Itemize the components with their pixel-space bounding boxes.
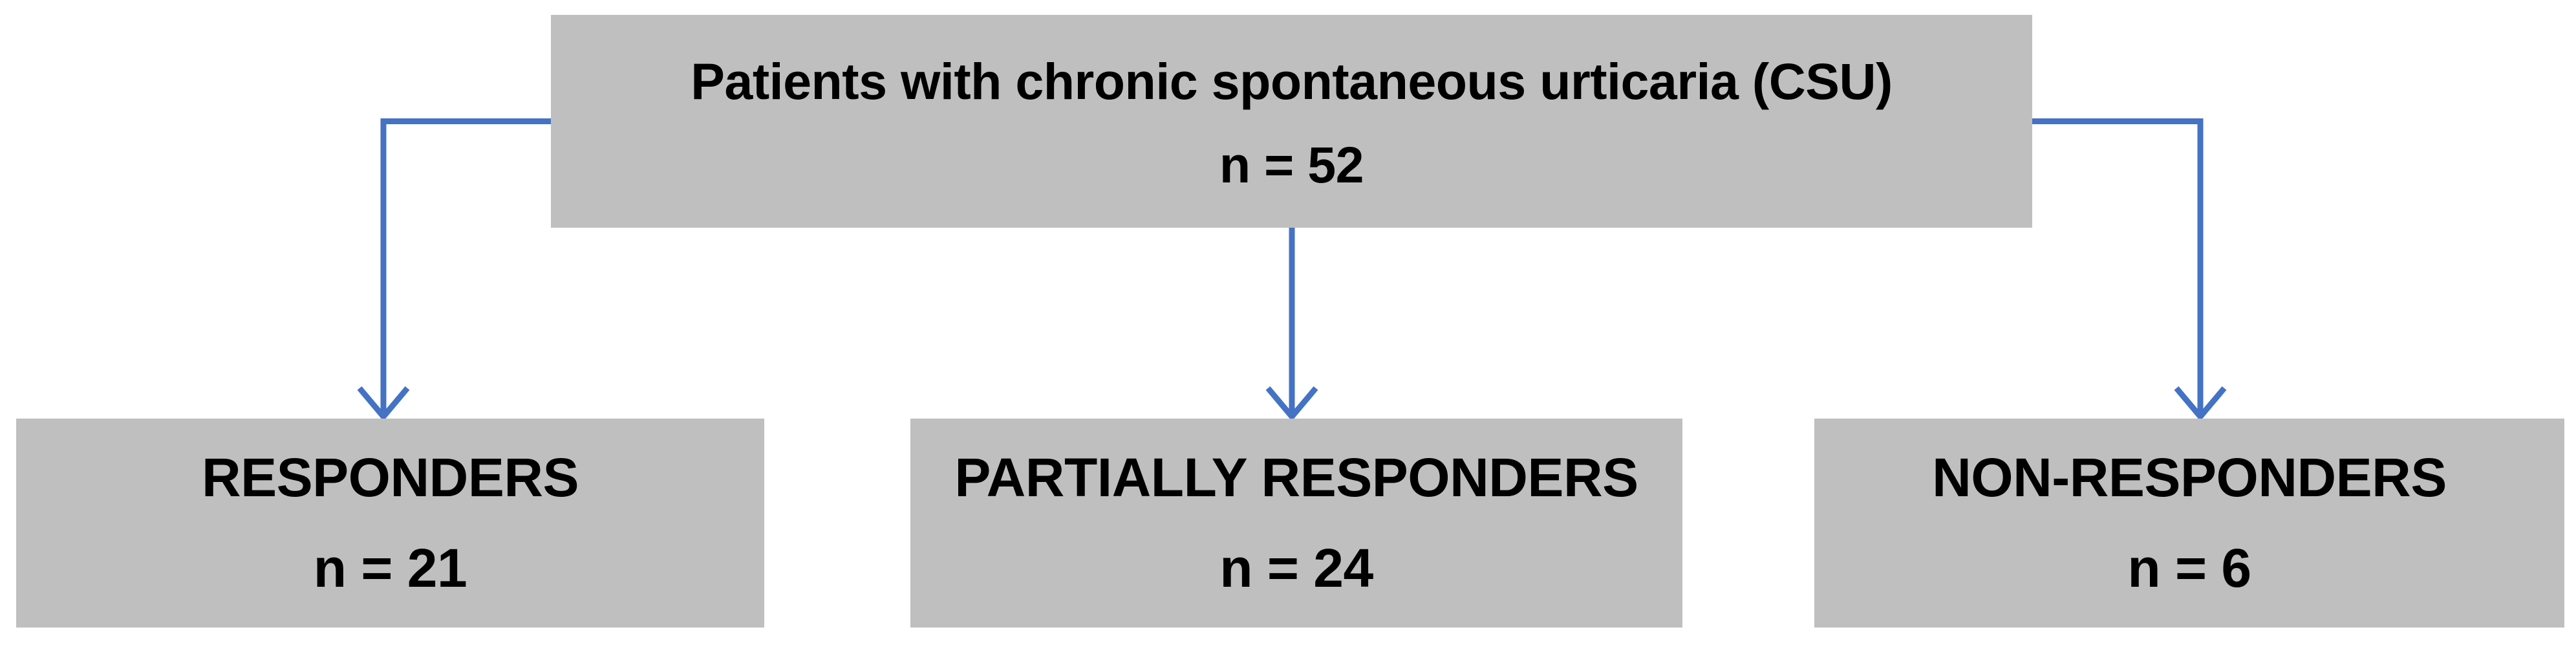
node-partially-responders[interactable]: PARTIALLY RESPONDERS n = 24	[910, 419, 1682, 628]
node-root[interactable]: Patients with chronic spontaneous urtica…	[551, 15, 2032, 228]
edge-root-to-responders-line	[380, 118, 551, 415]
node-non-responders[interactable]: NON-RESPONDERS n = 6	[1814, 419, 2564, 628]
node-responders-title: RESPONDERS	[201, 447, 579, 508]
edge-root-to-responders-arrowhead-icon	[357, 386, 410, 421]
edge-root-to-partial-responders	[1265, 228, 1318, 421]
edge-root-to-responders	[357, 118, 551, 421]
node-root-title: Patients with chronic spontaneous urtica…	[691, 52, 1893, 110]
node-responders[interactable]: RESPONDERS n = 21	[16, 419, 764, 628]
edge-root-to-non-responders-line	[2032, 118, 2204, 415]
node-responders-count: n = 21	[313, 537, 467, 598]
node-root-count: n = 52	[1219, 135, 1364, 193]
edge-root-to-non-responders-arrowhead-icon	[2174, 386, 2227, 421]
edge-root-to-partial-responders-arrowhead-icon	[1265, 386, 1318, 421]
node-non-responders-title: NON-RESPONDERS	[1932, 447, 2447, 508]
node-partially-responders-count: n = 24	[1219, 537, 1373, 598]
node-non-responders-count: n = 6	[2127, 537, 2251, 598]
node-partially-responders-title: PARTIALLY RESPONDERS	[954, 447, 1638, 508]
edge-root-to-non-responders	[2032, 118, 2227, 421]
